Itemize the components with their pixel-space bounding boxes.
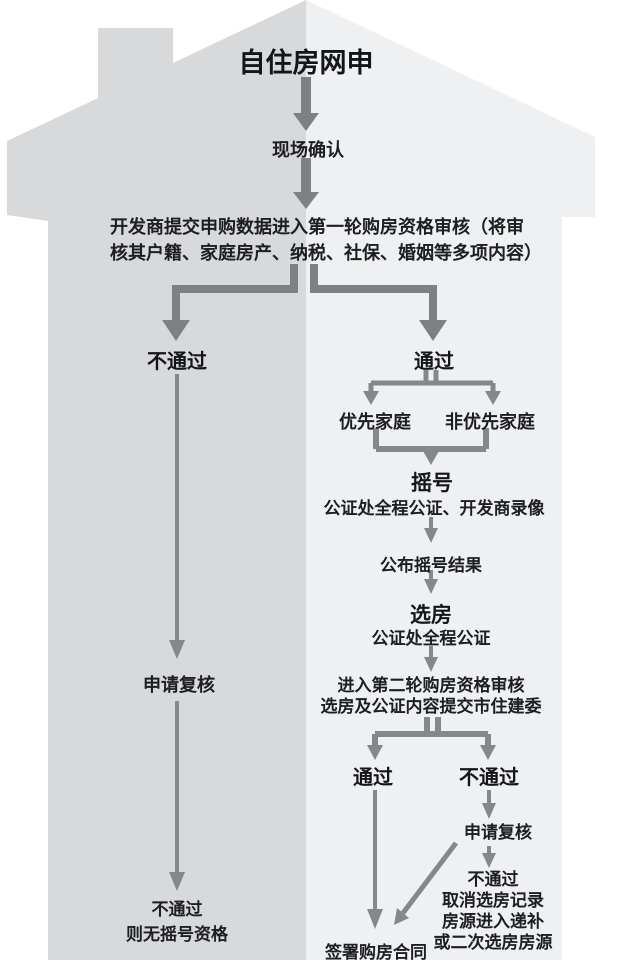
- first-review-line1: 开发商提交申购数据进入第一轮购房资格审核（将审: [110, 217, 524, 237]
- branch1-fail-connector: [172, 264, 298, 323]
- second-review-line2: 选房及公证内容提交市住建委: [320, 697, 542, 716]
- arrow-recheck-to-sign-diagonal: [401, 841, 458, 915]
- end-right-line3: 房源进入递补: [442, 912, 544, 931]
- node-choose-house: 选房: [410, 604, 452, 627]
- bracket-pass-to-families: [368, 370, 496, 393]
- house-left-half-shape: [7, 0, 306, 960]
- node-first-review: 开发商提交申购数据进入第一轮购房资格审核（将审 核其户籍、家庭房产、纳税、社保、…: [110, 214, 542, 266]
- branch1-pass-connector: [310, 264, 437, 323]
- arrowhead-pass2: [367, 745, 383, 760]
- arrowhead-fail1-to-recheck: [169, 640, 185, 659]
- end-right-line2: 取消选房记录: [442, 891, 544, 910]
- bracket-review2-decision: [372, 717, 491, 747]
- arrowhead-recheck-to-sign: [394, 908, 409, 925]
- house-right-half-shape: [306, 0, 595, 960]
- first-review-line2: 核其户籍、家庭房产、纳税、社保、婚姻等多项内容）: [110, 243, 542, 263]
- node-nonpriority-family: 非优先家庭: [445, 412, 535, 432]
- node-onsite-confirm: 现场确认: [272, 140, 344, 160]
- arrowhead-nonpriority-family: [485, 391, 501, 405]
- arrowhead-branch1-pass: [419, 320, 447, 341]
- node-fail-first: 不通过: [147, 351, 207, 373]
- arrowhead-priority-family: [363, 391, 379, 405]
- node-sign-contract: 签署购房合同: [325, 943, 427, 962]
- node-fail-second: 不通过: [459, 767, 519, 789]
- arrowhead-confirm-to-review1: [293, 192, 319, 209]
- end-left-line1: 不通过: [151, 900, 203, 919]
- arrowhead-fail2: [480, 745, 496, 760]
- page-title: 自住房网申: [238, 48, 374, 78]
- node-pass-first: 通过: [414, 351, 454, 373]
- arrowhead-title-to-confirm: [293, 113, 319, 131]
- arrowhead-result-to-choose: [424, 579, 438, 594]
- arrowhead-lottery-to-result: [424, 528, 438, 543]
- end-left-line2: 则无摇号资格: [126, 925, 228, 944]
- arrowhead-pass2-to-sign: [367, 909, 383, 929]
- node-priority-family: 优先家庭: [339, 412, 411, 432]
- node-recheck-left: 申请复核: [143, 675, 215, 695]
- node-recheck-right: 申请复核: [464, 823, 532, 842]
- node-choose-note: 公证处全程公证: [371, 629, 491, 648]
- node-second-review: 进入第二轮购房资格审核 选房及公证内容提交市住建委: [321, 675, 542, 717]
- node-end-right: 不通过 取消选房记录 房源进入递补 或二次选房房源: [434, 869, 553, 953]
- end-right-line4: 或二次选房房源: [433, 933, 553, 952]
- node-lottery: 摇号: [411, 472, 453, 495]
- end-right-line1: 不通过: [467, 870, 519, 889]
- node-end-left: 不通过 则无摇号资格: [126, 897, 228, 947]
- arrowhead-branch1-fail: [162, 320, 190, 341]
- arrowhead-recheck-to-endleft: [169, 872, 185, 891]
- node-lottery-result: 公布摇号结果: [380, 556, 482, 575]
- second-review-line1: 进入第二轮购房资格审核: [337, 676, 525, 695]
- bracket-families-to-lottery: [373, 428, 489, 453]
- node-pass-second: 通过: [353, 767, 393, 789]
- arrowhead-recheck-to-endright: [482, 853, 496, 868]
- arrowhead-choose-to-review2: [424, 657, 438, 672]
- arrowhead-fail2-to-recheck: [482, 803, 496, 819]
- arrowhead-lottery: [423, 451, 439, 465]
- node-lottery-note: 公证处全程公证、开发商录像: [323, 499, 545, 518]
